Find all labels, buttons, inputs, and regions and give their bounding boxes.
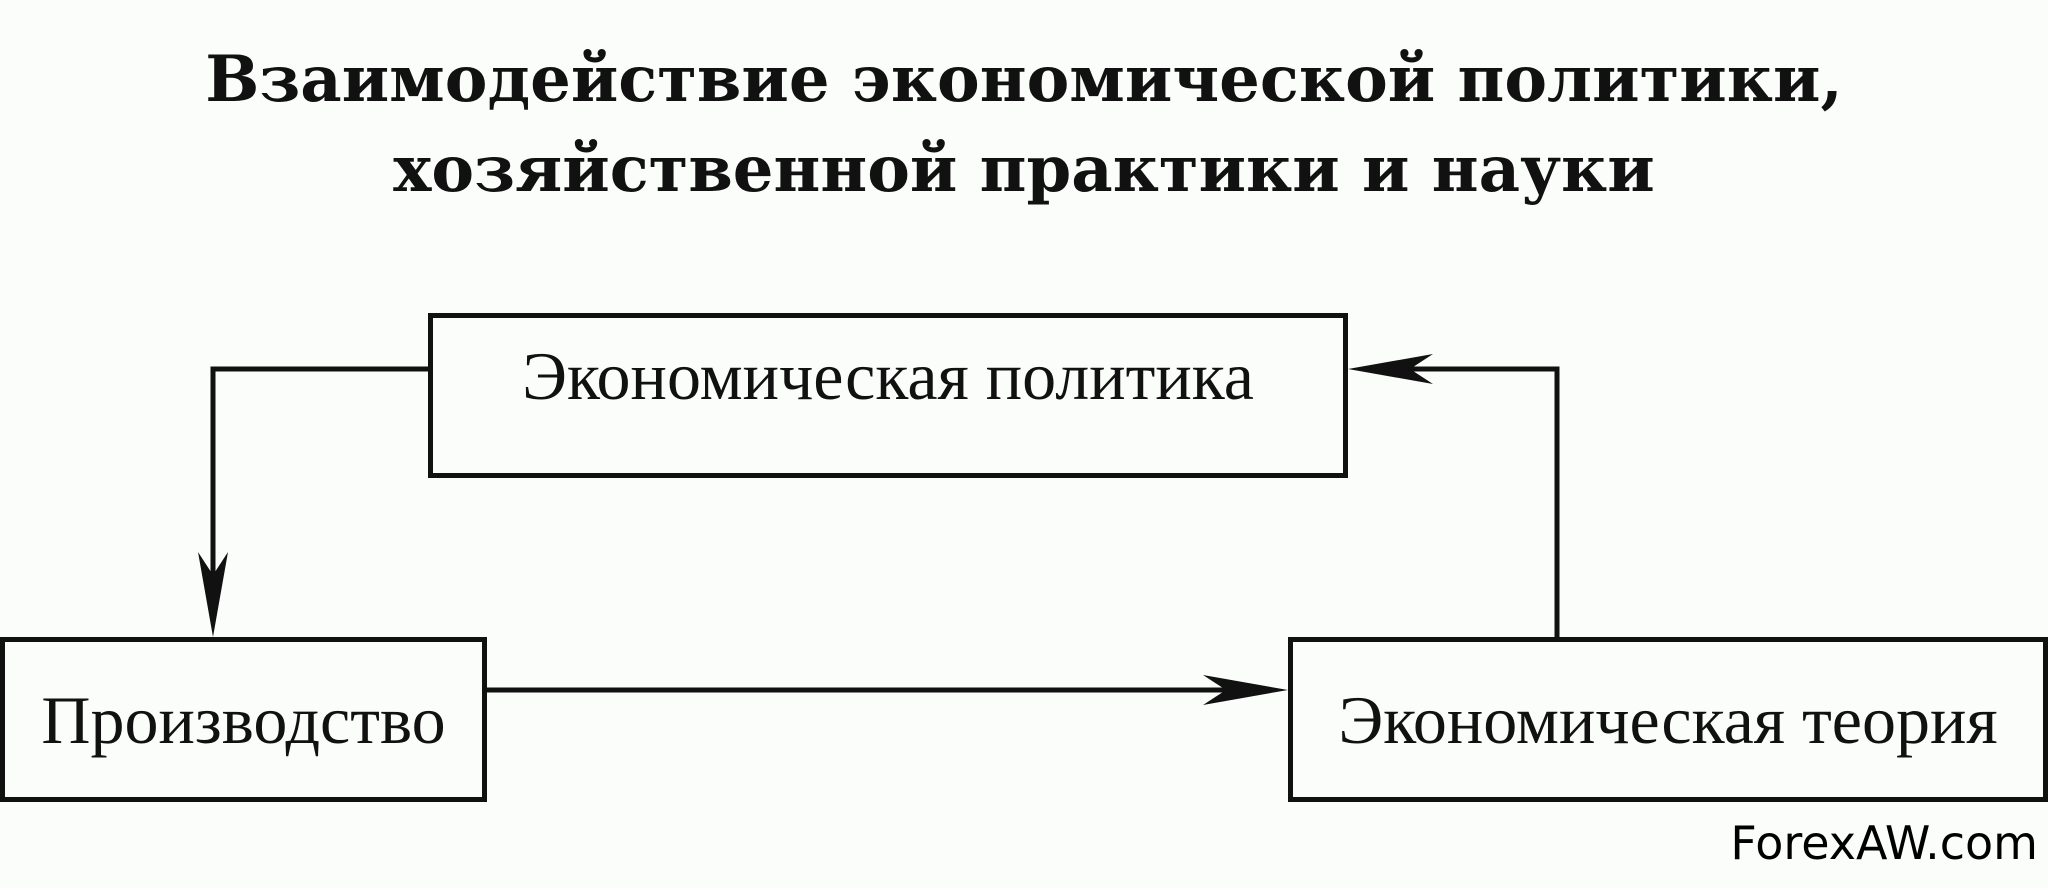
node-production: Производство <box>0 637 487 802</box>
arrowhead-theory <box>1203 675 1288 705</box>
node-economic-policy: Экономическая политика <box>428 313 1348 478</box>
arrowhead-policy <box>1348 354 1433 384</box>
watermark: ForexAW.com <box>1730 816 2038 870</box>
node-economic-theory-label: Экономическая теория <box>1338 681 1998 758</box>
node-production-label: Производство <box>41 681 446 758</box>
node-economic-policy-label: Экономическая политика <box>522 338 1254 414</box>
arrowhead-production <box>198 552 228 637</box>
edge-policy-to-production <box>210 366 428 600</box>
diagram-title-line-2: хозяйственной практики и науки <box>393 132 1655 207</box>
edge-theory-to-policy <box>1385 366 1560 637</box>
diagram-title-line-1: Взаимодействие экономической политики, <box>205 42 1843 117</box>
node-economic-theory: Экономическая теория <box>1288 637 2048 802</box>
